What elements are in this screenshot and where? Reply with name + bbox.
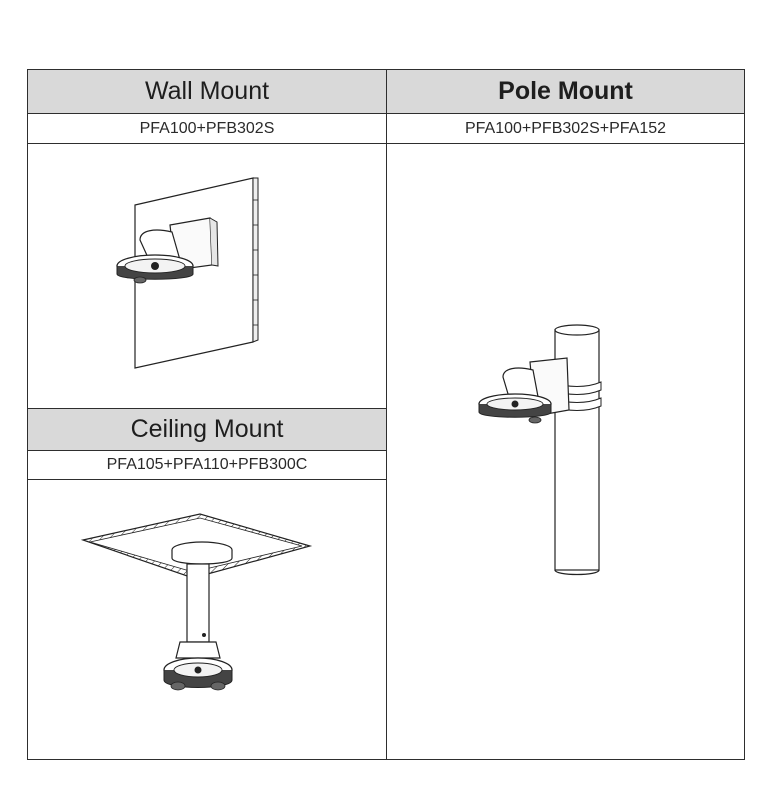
header-rule	[27, 113, 745, 114]
wall-mount-illustration	[116, 177, 259, 369]
pole-mount-code: PFA100+PFB302S+PFA152	[464, 119, 667, 137]
ceiling-mount-illustration	[80, 513, 313, 691]
table-border-right	[744, 69, 745, 760]
wall-mount-code-cell: PFA100+PFB302S	[28, 114, 386, 143]
pole-mount-illustration	[478, 324, 602, 576]
ceiling-header-bottom-rule	[27, 450, 386, 451]
pole-mount-header: Pole Mount	[387, 70, 744, 113]
ceiling-mount-code: PFA105+PFA110+PFB300C	[106, 456, 308, 473]
table-border-left	[27, 69, 28, 760]
ceiling-header-top-rule	[27, 408, 386, 409]
ceiling-mount-header: Ceiling Mount	[28, 409, 386, 450]
wall-mount-header: Wall Mount	[28, 70, 386, 113]
table-divider-vertical	[386, 69, 387, 760]
ceiling-code-rule	[27, 479, 386, 480]
ceiling-mount-title: Ceiling Mount	[130, 415, 284, 443]
code-rule	[27, 143, 745, 144]
wall-mount-title: Wall Mount	[144, 77, 270, 105]
ceiling-mount-code-cell: PFA105+PFA110+PFB300C	[28, 451, 386, 479]
pole-mount-code-cell: PFA100+PFB302S+PFA152	[387, 114, 744, 143]
pole-mount-title: Pole Mount	[498, 77, 633, 105]
wall-mount-code: PFA100+PFB302S	[139, 119, 275, 137]
